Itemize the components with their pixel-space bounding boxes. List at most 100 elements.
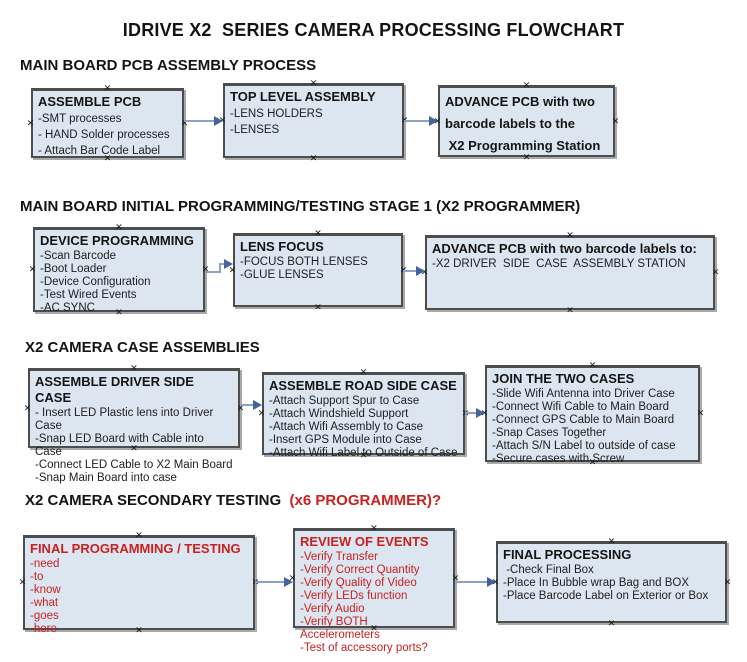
arrow-device-to-lensfocus — [205, 259, 233, 275]
connection-handle-icon: ✕ — [18, 577, 27, 587]
flow-box-assemble-pcb: ASSEMBLE PCB -SMT processes- HAND Solder… — [27, 84, 189, 163]
connection-handle-icon: ✕ — [522, 80, 531, 90]
box-item: -Attach S/N Label to outside of case — [492, 439, 676, 452]
box-item: -Verify Quality of Video — [300, 576, 417, 589]
connection-handle-icon: ✕ — [607, 536, 616, 546]
connection-handle-icon: ✕ — [314, 302, 322, 312]
box-item-list: -Scan Barcode-Boot Loader-Device Configu… — [40, 250, 198, 315]
flow-box-lens-focus: LENS FOCUS -FOCUS BOTH LENSES-GLUE LENSE… — [229, 229, 408, 312]
connection-handle-icon: ✕ — [115, 222, 123, 232]
box-title: ASSEMBLE PCB — [38, 94, 142, 109]
box-item: -Slide Wifi Antenna into Driver Case — [492, 387, 675, 400]
box-item-list: -Attach Support Spur to Case-Attach Wind… — [269, 395, 458, 460]
flow-box-join-the-two-cases: JOIN THE TWO CASES -Slide Wifi Antenna i… — [481, 361, 705, 467]
box-item-list: -need-to-know-what-goes-here — [30, 558, 248, 636]
box-item: -Place In Bubble wrap Bag and BOX — [503, 576, 690, 589]
box-item: -goes — [30, 609, 59, 622]
connection-handle-icon: ✕ — [566, 305, 574, 315]
connection-handle-icon: ✕ — [696, 408, 705, 418]
box-item: -Attach Wifi Assembly to Case — [269, 420, 424, 433]
flow-box-final-processing: FINAL PROCESSING -Check Final Box-Place … — [492, 537, 732, 628]
box-item: -here — [30, 622, 57, 635]
box-item: - Insert LED Plastic lens into Driver Ca… — [35, 406, 217, 432]
box-item-list: -Slide Wifi Antenna into Driver Case -Con… — [492, 388, 693, 466]
box-title: JOIN THE TWO CASES — [492, 371, 635, 386]
section-heading-black-part: X2 CAMERA SECONDARY TESTING — [25, 492, 286, 509]
box-item: -Verify Audio — [300, 602, 365, 615]
connection-handle-icon: ✕ — [135, 530, 143, 540]
box-item: -need — [30, 557, 60, 570]
arrow-review-to-finalproc — [455, 577, 496, 587]
box-title: LENS FOCUS — [240, 239, 324, 254]
connection-handle-icon: ✕ — [611, 115, 620, 126]
connection-handle-icon: ✕ — [26, 117, 35, 128]
box-item-list: -LENS HOLDERS -LENSES — [230, 106, 397, 138]
box-item: -Snap Cases Together — [492, 426, 607, 439]
flow-box-top-level-assembly: TOP LEVEL ASSEMBLY -LENS HOLDERS-LENSES … — [219, 79, 409, 163]
box-title: TOP LEVEL ASSEMBLY — [230, 89, 376, 104]
box-item: -Attach Wifi Label to Outside of Case — [269, 446, 458, 459]
box-item-list: -Check Final Box-Place In Bubble wrap Ba… — [503, 564, 720, 603]
box-item-list: -X2 DRIVER SIDE CASE ASSEMBLY STATION — [432, 258, 708, 271]
section-heading-case-assemblies: X2 CAMERA CASE ASSEMBLIES — [25, 339, 260, 356]
box-item: -what — [30, 596, 59, 609]
connection-handle-icon: ✕ — [359, 367, 368, 377]
box-item: -LENS HOLDERS — [230, 107, 323, 120]
box-item: -Connect GPS Cable to Main Board — [492, 413, 675, 426]
box-item: -Secure cases with Screw — [492, 452, 625, 465]
box-item: -Attach Windshield Support — [269, 407, 409, 420]
box-item-list: -FOCUS BOTH LENSES-GLUE LENSES — [240, 256, 396, 282]
box-item: -AC SYNC — [40, 301, 95, 314]
box-item: -X2 DRIVER SIDE CASE ASSEMBLY STATION — [432, 257, 686, 270]
box-item: -FOCUS BOTH LENSES — [240, 255, 368, 268]
section-heading-secondary-testing: X2 CAMERA SECONDARY TESTING (x6 PROGRAMM… — [25, 492, 441, 509]
connection-handle-icon: ✕ — [711, 267, 720, 277]
connection-handle-icon: ✕ — [723, 576, 732, 587]
box-item: -to — [30, 570, 44, 583]
flow-box-advance-pcb-driver-side: ADVANCE PCB with two barcode labels to: … — [421, 231, 720, 315]
box-item-list: -SMT processes- HAND Solder processes- A… — [38, 111, 177, 159]
box-title: REVIEW OF EVENTS — [300, 534, 429, 549]
box-item: -Place Barcode Label on Exterior or Box — [503, 589, 709, 602]
box-title: ASSEMBLE ROAD SIDE CASE — [269, 378, 457, 393]
box-item: -LENSES — [230, 123, 280, 136]
box-item: -Snap Main Board into case — [35, 471, 177, 484]
arrow-road-to-join — [465, 408, 485, 418]
arrow-toplevel-to-advance — [404, 116, 438, 126]
section-heading-red-part: (x6 PROGRAMMER)? — [285, 492, 442, 509]
box-item: -Verify Transfer — [300, 550, 378, 563]
connection-handle-icon: ✕ — [130, 363, 138, 373]
arrow-finalprog-to-review — [255, 577, 293, 587]
connection-handle-icon: ✕ — [370, 523, 378, 533]
flow-box-device-programming: DEVICE PROGRAMMING -Scan Barcode-Boot Lo… — [29, 223, 210, 317]
flow-box-assemble-road-side-case: ASSEMBLE ROAD SIDE CASE -Attach Support … — [258, 368, 470, 460]
box-title: ADVANCE PCB with two barcode labels to: — [432, 241, 697, 256]
flow-box-review-of-events: REVIEW OF EVENTS -Verify Transfer-Verify… — [289, 524, 460, 654]
box-title: ASSEMBLE DRIVER SIDE CASE — [35, 374, 198, 405]
box-title: ADVANCE PCB with two barcode labels to t… — [445, 94, 601, 153]
box-title: FINAL PROCESSING — [503, 547, 632, 562]
box-item: -Insert GPS Module into Case — [269, 433, 422, 446]
box-item: -Snap LED Board with Cable into Case — [35, 432, 207, 458]
box-item: -Attach Support Spur to Case — [269, 394, 420, 407]
flow-box-final-programming-testing: FINAL PROGRAMMING / TESTING -need-to-kno… — [19, 531, 260, 635]
box-item: -Device Configuration — [40, 275, 151, 288]
connection-handle-icon: ✕ — [588, 360, 597, 370]
box-item: -Boot Loader — [40, 262, 107, 275]
box-item: - HAND Solder processes — [38, 128, 170, 141]
page-title: IDRIVE X2 SERIES CAMERA PROCESSING FLOWC… — [122, 20, 625, 40]
connection-handle-icon: ✕ — [566, 230, 574, 240]
connection-handle-icon: ✕ — [23, 402, 32, 413]
box-item: -Connect LED Cable to X2 Main Board — [35, 458, 233, 471]
box-item-list: - Insert LED Plastic lens into Driver Ca… — [35, 407, 233, 485]
box-item: -Verify Correct Quantity — [300, 563, 420, 576]
connection-handle-icon: ✕ — [309, 153, 318, 163]
box-item: -Test of accessory ports? — [300, 641, 428, 654]
arrow-lensfocus-to-advance — [403, 266, 425, 276]
box-item: -Test Wired Events — [40, 288, 137, 301]
arrow-assemble-to-toplevel — [184, 116, 223, 126]
connection-handle-icon: ✕ — [309, 78, 318, 88]
box-item: -know — [30, 583, 61, 596]
arrow-driver-to-road — [240, 400, 262, 410]
